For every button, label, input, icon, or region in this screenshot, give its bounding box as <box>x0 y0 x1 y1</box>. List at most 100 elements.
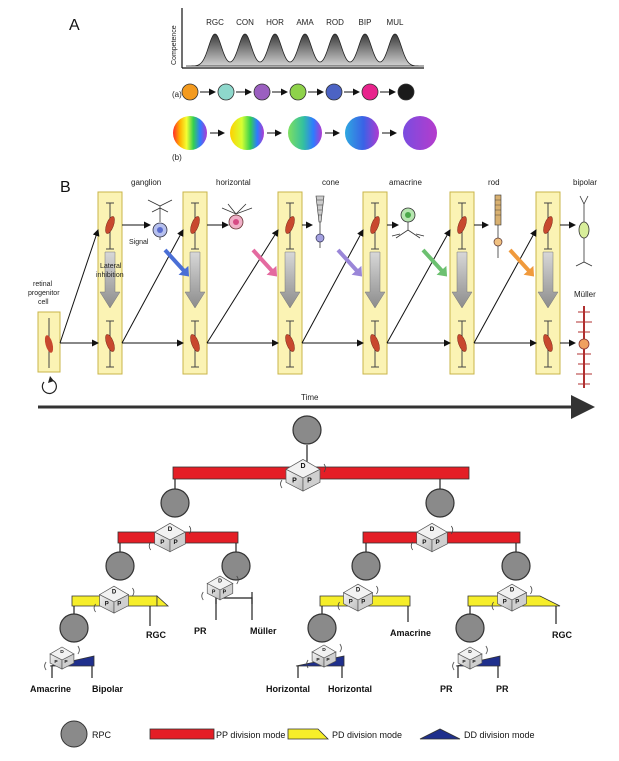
inhibition-arrow <box>364 251 386 309</box>
die-face: P <box>462 659 466 665</box>
competence-axis-label: Competence <box>171 25 178 65</box>
progenitor-column <box>449 191 475 375</box>
die-face: P <box>160 539 164 546</box>
die-face: P <box>223 589 227 595</box>
row-b-label: (b) <box>172 153 182 162</box>
leaf-amacrine-left: Amacrine <box>30 684 71 694</box>
competence-curves <box>186 33 424 67</box>
leaf-horizontal-1: Horizontal <box>266 684 310 694</box>
gradient-state-4 <box>345 116 379 150</box>
self-renewal-icon <box>41 376 57 395</box>
diagonal-arrow <box>121 229 184 344</box>
die: P PD <box>148 522 192 553</box>
die-face: D <box>430 526 435 533</box>
cell-type-label: HOR <box>266 18 284 27</box>
ganglion-cell-drawing <box>147 199 173 240</box>
legend-pd-swatch <box>287 728 329 740</box>
rpc-nodes <box>59 415 531 643</box>
rpc-node <box>221 551 251 581</box>
pp-bar-root <box>172 466 470 480</box>
legend-pp-swatch <box>149 728 215 740</box>
leaf-pr-1: PR <box>440 684 453 694</box>
legend-rpc-label: RPC <box>92 730 112 740</box>
panel-a-letter: A <box>69 17 80 34</box>
progenitor-columns <box>97 191 561 375</box>
die-face: P <box>361 600 365 606</box>
muller-glia-drawing <box>576 306 592 388</box>
diagonal-arrow <box>59 229 100 344</box>
progenitor-column <box>362 191 388 375</box>
panel-b: B retinal progenitor cell ganglion horiz… <box>28 178 597 419</box>
leaf-pr-mid: PR <box>194 626 207 636</box>
cell-type-label: ROD <box>326 18 344 27</box>
die-face: P <box>326 657 330 663</box>
die-face: P <box>349 600 353 606</box>
die-face: P <box>472 659 476 665</box>
die-face: D <box>468 649 472 655</box>
leaf-horizontal-2: Horizontal <box>328 684 372 694</box>
die-face: P <box>117 602 121 608</box>
leaf-bipolar: Bipolar <box>92 684 124 694</box>
die-face: D <box>218 579 222 585</box>
leaf-rgc-right: RGC <box>552 630 573 640</box>
time-label: Time <box>301 393 319 402</box>
row-a-label: (a) <box>172 90 182 99</box>
label-rod: rod <box>488 178 500 187</box>
gradient-state-1 <box>173 116 207 150</box>
die-face: P <box>307 477 312 484</box>
competence-state-dot <box>289 83 307 101</box>
legend-rpc-swatch <box>60 720 88 748</box>
signal-arrow <box>251 248 278 277</box>
inhibition-arrow <box>184 251 206 309</box>
label-lateral-2: inhibition <box>96 272 124 279</box>
legend-dd-label: DD division mode <box>464 730 535 740</box>
inhibition-arrow <box>451 251 473 309</box>
die-face: P <box>422 539 426 546</box>
label-amacrine: amacrine <box>389 178 422 187</box>
cell-type-label: MUL <box>387 18 404 27</box>
die-face: D <box>300 463 305 470</box>
label-cone: cone <box>322 178 340 187</box>
diagonal-arrow <box>301 229 364 344</box>
die-face: D <box>322 647 326 653</box>
die-face: D <box>168 526 173 533</box>
rpc-node <box>351 551 381 581</box>
die-face: P <box>292 477 297 484</box>
inhibition-arrow <box>279 251 301 309</box>
cell-type-label: RGC <box>206 18 224 27</box>
legend-pd-label: PD division mode <box>332 730 402 740</box>
leaf-amacrine-right: Amacrine <box>390 628 431 638</box>
competence-curve <box>186 33 424 67</box>
inhibition-arrow <box>537 251 559 309</box>
rpc-node <box>501 551 531 581</box>
label-muller: Müller <box>574 290 596 299</box>
label-bipolar: bipolar <box>573 178 597 187</box>
diagonal-arrow <box>386 229 451 344</box>
rpc-node <box>425 488 455 518</box>
die-face: P <box>212 589 216 595</box>
die-face: P <box>503 600 507 606</box>
inhibition-arrow <box>99 251 121 309</box>
rpc-node <box>160 488 190 518</box>
cell-type-label: AMA <box>296 18 314 27</box>
rod-cell-drawing <box>493 194 503 258</box>
horizontal-cell-drawing <box>221 203 253 230</box>
label-ganglion: ganglion <box>131 178 161 187</box>
die-face: D <box>510 588 515 594</box>
rpc-node <box>105 551 135 581</box>
gradient-state-5 <box>403 116 437 150</box>
competence-state-dot <box>325 83 343 101</box>
leaf-rgc-left: RGC <box>146 630 167 640</box>
die-face: D <box>112 590 117 596</box>
die-face: P <box>174 539 178 546</box>
